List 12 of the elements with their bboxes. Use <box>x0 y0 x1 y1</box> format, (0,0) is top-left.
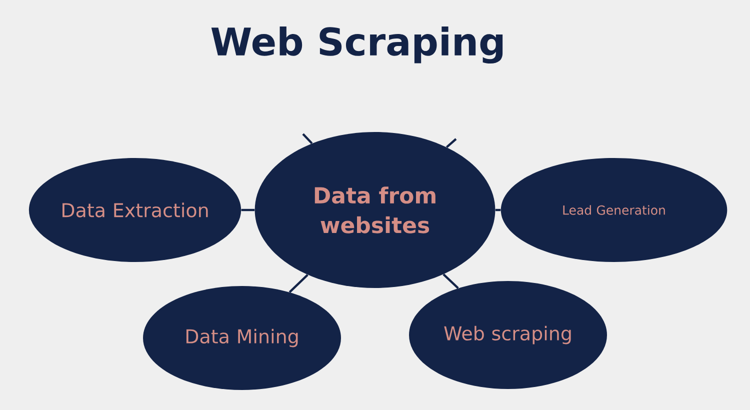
connector-line <box>241 208 255 212</box>
connector-line <box>495 208 501 212</box>
connector-line <box>302 133 313 144</box>
connector-line <box>446 138 457 148</box>
circle-node: Web scraping <box>409 281 607 389</box>
circle-node: Data Extraction <box>28 158 242 262</box>
title: Web Scraping <box>211 26 503 64</box>
circle-node: Lead Generation <box>500 158 728 262</box>
connector-line <box>442 274 459 289</box>
circle-node: Data from websites <box>254 132 496 288</box>
connector-line <box>288 274 308 293</box>
circle-node: Data Mining <box>143 286 341 390</box>
